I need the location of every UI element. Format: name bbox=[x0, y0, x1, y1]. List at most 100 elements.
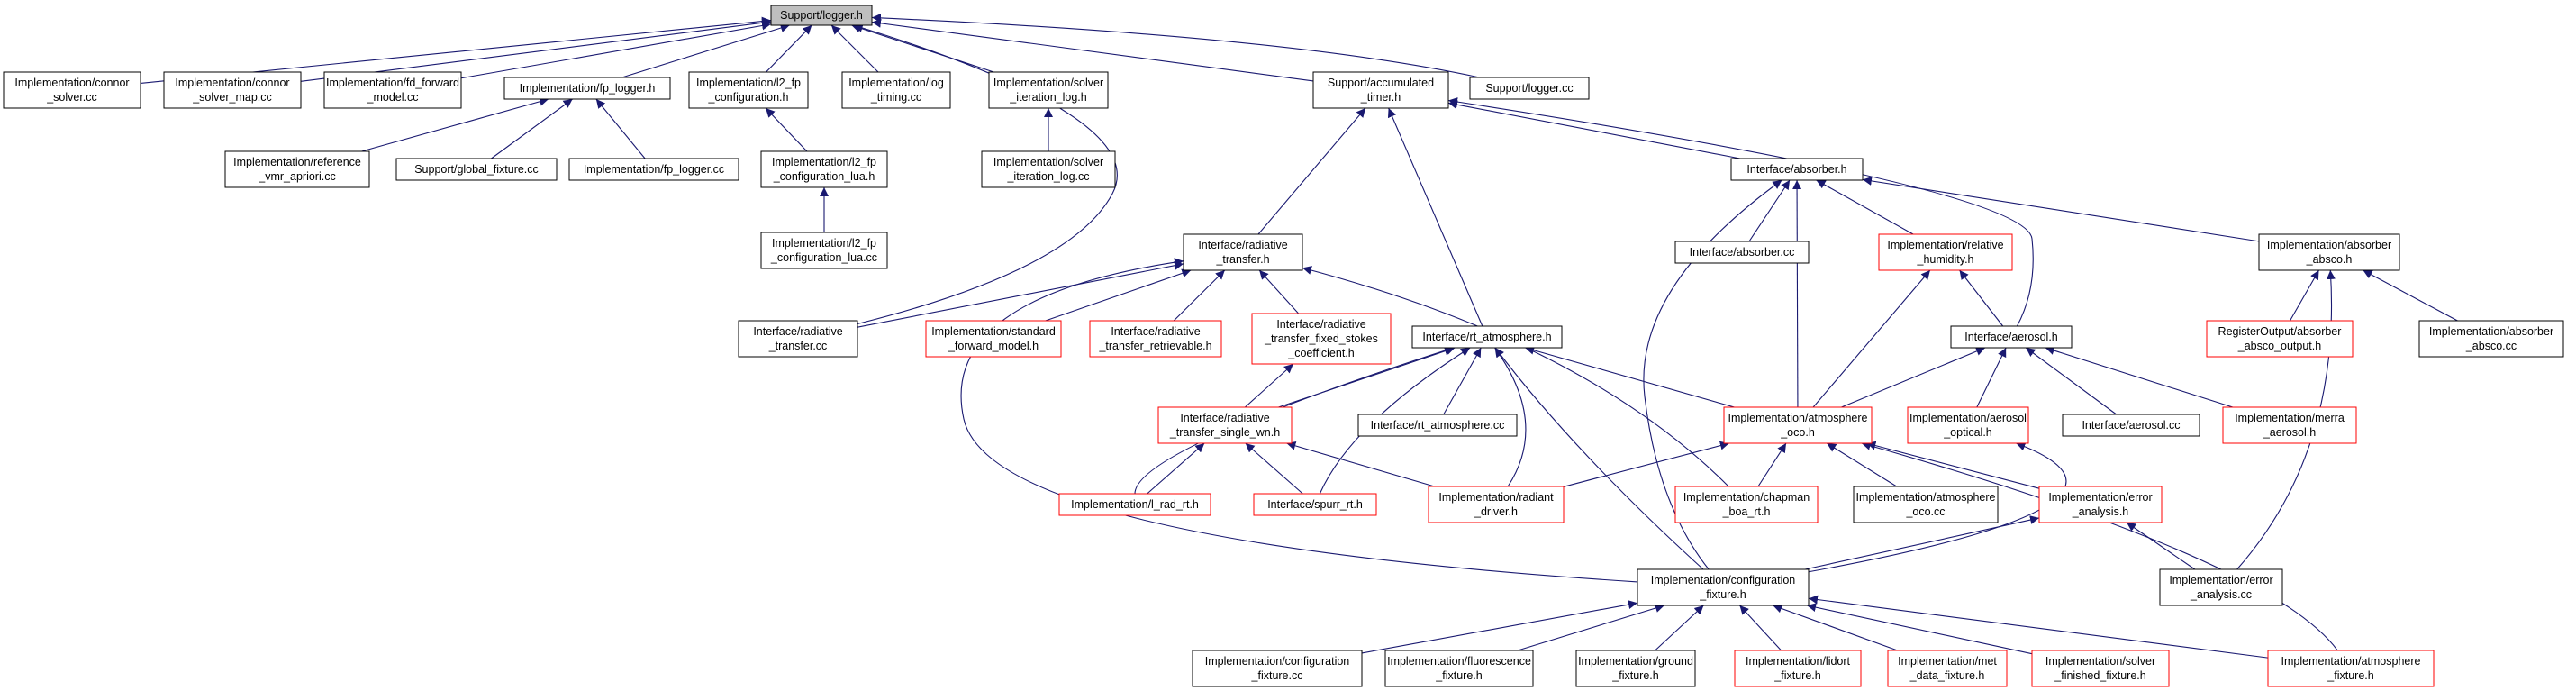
node-aerosol_optical_h[interactable]: Implementation/aerosol_optical.h bbox=[1907, 406, 2029, 444]
node-box bbox=[2159, 568, 2283, 606]
node-l2_fp_configuration_h[interactable]: Implementation/l2_fp_configuration.h bbox=[688, 71, 809, 109]
edge-absorber_cc-to-absorber_h bbox=[1748, 179, 1791, 242]
node-ground_fixture_h[interactable]: Implementation/ground_fixture.h bbox=[1575, 650, 1696, 687]
node-label-line: _boa_rt.h bbox=[1722, 505, 1771, 518]
node-atmosphere_oco_cc[interactable]: Implementation/atmosphere_oco.cc bbox=[1853, 486, 1999, 523]
node-chapman_boa_rt_h[interactable]: Implementation/chapman_boa_rt.h bbox=[1674, 486, 1819, 523]
node-atmosphere_oco_h[interactable]: Implementation/atmosphere _oco.h bbox=[1723, 406, 1873, 444]
edge-fp_logger_cc-to-fp_logger_h bbox=[595, 98, 646, 159]
node-label-line: Implementation/absorber bbox=[2429, 325, 2553, 338]
node-accumulated_timer_h[interactable]: Support/accumulated_timer.h bbox=[1312, 71, 1449, 109]
node-label-line: _finished_fixture.h bbox=[2054, 669, 2146, 682]
node-relative_humidity_h[interactable]: Implementation/relative_humidity.h bbox=[1878, 233, 2013, 271]
edge-configuration_fixture_h-to-radiative_transfer_h bbox=[960, 258, 1638, 583]
node-absorber_absco_cc[interactable]: Implementation/absorber_absco.cc bbox=[2418, 320, 2564, 358]
node-absorber_absco_h[interactable]: Implementation/absorber_absco.h bbox=[2258, 233, 2400, 271]
node-label-line: Implementation/l_rad_rt.h bbox=[1071, 498, 1199, 511]
node-fp_logger_cc[interactable]: Implementation/fp_logger.cc bbox=[568, 158, 739, 181]
node-l_rad_rt_h[interactable]: Implementation/l_rad_rt.h bbox=[1058, 493, 1211, 516]
node-error_analysis_cc[interactable]: Implementation/error_analysis.cc bbox=[2159, 568, 2283, 606]
node-absorber_h[interactable]: Interface/absorber.h bbox=[1730, 158, 1864, 181]
node-standard_forward_model_h[interactable]: Implementation/standard_forward_model.h bbox=[925, 320, 1062, 358]
node-rt_atmosphere_cc[interactable]: Interface/rt_atmosphere.cc bbox=[1357, 414, 1518, 437]
node-radiative_transfer_h[interactable]: Interface/radiative_transfer.h bbox=[1183, 233, 1303, 271]
node-label-line: _oco.h bbox=[1780, 426, 1815, 439]
edge-radiant_driver_h-to-rt_atmosphere_h bbox=[1494, 347, 1527, 487]
node-lidort_fixture_h[interactable]: Implementation/lidort_fixture.h bbox=[1734, 650, 1862, 687]
node-log_timing_cc[interactable]: Implementation/log_timing.cc bbox=[841, 71, 951, 109]
node-l2_fp_configuration_lua_h[interactable]: Implementation/l2_fp_configuration_lua.h bbox=[760, 150, 888, 188]
node-label-line: Implementation/atmosphere bbox=[1728, 412, 1868, 424]
node-merra_aerosol_h[interactable]: Implementation/merra_aerosol.h bbox=[2222, 406, 2357, 444]
node-absorber_cc[interactable]: Interface/absorber.cc bbox=[1674, 241, 1810, 264]
node-rt_atmosphere_h[interactable]: Interface/rt_atmosphere.h bbox=[1411, 325, 1563, 349]
node-configuration_fixture_cc[interactable]: Implementation/configuration_fixture.cc bbox=[1192, 650, 1363, 687]
node-atmosphere_fixture_h[interactable]: Implementation/atmosphere_fixture.h bbox=[2267, 650, 2435, 687]
node-box bbox=[1312, 71, 1449, 109]
node-label-line: Support/logger.h bbox=[780, 9, 863, 22]
node-logger_h[interactable]: Support/logger.h bbox=[770, 5, 873, 26]
node-radiant_driver_h[interactable]: Implementation/radiant_driver.h bbox=[1428, 486, 1565, 523]
node-label-line: Support/accumulated bbox=[1328, 77, 1434, 89]
node-label-line: Implementation/atmosphere bbox=[1856, 491, 1996, 504]
node-label-line: _fixture.h bbox=[1611, 669, 1658, 682]
node-box bbox=[1730, 158, 1864, 181]
node-box bbox=[1950, 325, 2073, 349]
node-radiative_transfer_fixed_stokes_coefficient_h[interactable]: Interface/radiative_transfer_fixed_stoke… bbox=[1251, 313, 1392, 365]
edge-radiative_transfer_single_wn_h-to-radiative_transfer_fixed_stokes_coefficient_h bbox=[1244, 363, 1294, 408]
node-box bbox=[760, 232, 888, 269]
edge-error_analysis_cc-to-error_analysis_h bbox=[2126, 522, 2196, 570]
node-connor_solver_map_cc[interactable]: Implementation/connor_solver_map.cc bbox=[163, 71, 302, 109]
node-fd_forward_model_cc[interactable]: Implementation/fd_forward_model.cc bbox=[323, 71, 462, 109]
node-global_fixture_cc[interactable]: Support/global_fixture.cc bbox=[395, 158, 558, 181]
node-label-line: Interface/spurr_rt.h bbox=[1267, 498, 1363, 511]
node-configuration_fixture_h[interactable]: Implementation/configuration_fixture.h bbox=[1637, 568, 1810, 606]
edge-l_rad_rt_h-to-radiative_transfer_single_wn_h bbox=[1147, 442, 1205, 495]
edge-register_output_absorber_absco_output_h-to-absorber_absco_h bbox=[2289, 269, 2320, 322]
edge-radiant_driver_h-to-atmosphere_oco_h bbox=[1563, 441, 1729, 487]
node-radiative_transfer_retrievable_h[interactable]: Interface/radiative_transfer_retrievable… bbox=[1089, 320, 1222, 358]
edge-chapman_boa_rt_h-to-atmosphere_oco_h bbox=[1757, 442, 1787, 487]
node-label-line: _fixture.h bbox=[1773, 669, 1820, 682]
edge-spurr_rt_h-to-radiative_transfer_single_wn_h bbox=[1245, 442, 1303, 495]
node-label-line: _absco.h bbox=[2306, 253, 2353, 266]
node-register_output_absorber_absco_output_h[interactable]: RegisterOutput/absorber_absco_output.h bbox=[2206, 320, 2354, 358]
node-met_data_fixture_h[interactable]: Implementation/met_data_fixture.h bbox=[1887, 650, 2008, 687]
node-label-line: Interface/aerosol.cc bbox=[2082, 419, 2180, 432]
node-label-line: Implementation/connor bbox=[175, 77, 289, 89]
node-label-line: Implementation/solver bbox=[993, 156, 1103, 168]
node-error_analysis_h[interactable]: Implementation/error_analysis.h bbox=[2038, 486, 2163, 523]
node-solver_iteration_log_cc[interactable]: Implementation/solver_iteration_log.cc bbox=[981, 150, 1116, 188]
node-aerosol_cc[interactable]: Interface/aerosol.cc bbox=[2062, 414, 2200, 437]
node-box bbox=[1878, 233, 2013, 271]
node-radiative_transfer_single_wn_h[interactable]: Interface/radiative_transfer_single_wn.h bbox=[1157, 406, 1293, 444]
node-aerosol_h[interactable]: Interface/aerosol.h bbox=[1950, 325, 2073, 349]
node-spurr_rt_h[interactable]: Interface/spurr_rt.h bbox=[1253, 493, 1377, 516]
node-radiative_transfer_cc[interactable]: Interface/radiative_transfer.cc bbox=[738, 320, 858, 358]
node-box bbox=[925, 320, 1062, 358]
node-fp_logger_h[interactable]: Implementation/fp_logger.h bbox=[503, 77, 671, 100]
edge-atmosphere_oco_h-to-aerosol_h bbox=[1841, 347, 1986, 408]
node-solver_finished_fixture_h[interactable]: Implementation/solver_finished_fixture.h bbox=[2031, 650, 2170, 687]
node-label-line: Interface/radiative bbox=[753, 325, 842, 338]
edge-met_data_fixture_h-to-configuration_fixture_h bbox=[1773, 604, 1898, 651]
node-reference_vmr_apriori_cc[interactable]: Implementation/reference_vmr_apriori.cc bbox=[224, 150, 370, 188]
node-label-line: _fixture.h bbox=[2327, 669, 2373, 682]
node-label-line: Implementation/fp_logger.cc bbox=[584, 163, 724, 176]
node-box bbox=[1734, 650, 1862, 687]
node-label-line: Implementation/ground bbox=[1578, 655, 1693, 668]
node-label-line: _optical.h bbox=[1943, 426, 1992, 439]
node-label-line: Implementation/l2_fp bbox=[696, 77, 801, 89]
node-label-line: _fixture.h bbox=[1435, 669, 1482, 682]
node-box bbox=[2418, 320, 2564, 358]
node-fluorescence_fixture_h[interactable]: Implementation/fluorescence_fixture.h bbox=[1384, 650, 1534, 687]
edge-global_fixture_cc-to-fp_logger_h bbox=[491, 98, 573, 159]
node-connor_solver_cc[interactable]: Implementation/connor_solver.cc bbox=[3, 71, 141, 109]
node-solver_iteration_log_h[interactable]: Implementation/solver_iteration_log.h bbox=[988, 71, 1109, 109]
node-label-line: Interface/radiative bbox=[1198, 239, 1287, 251]
node-l2_fp_configuration_lua_cc[interactable]: Implementation/l2_fp_configuration_lua.c… bbox=[760, 232, 888, 269]
node-logger_cc[interactable]: Support/logger.cc bbox=[1469, 77, 1590, 100]
edge-atmosphere_oco_h-to-absorber_h bbox=[1792, 179, 1802, 408]
edge-l2_fp_configuration_h-to-logger_h bbox=[766, 24, 812, 73]
edge-absorber_h-to-accumulated_timer_h bbox=[1447, 100, 1741, 159]
